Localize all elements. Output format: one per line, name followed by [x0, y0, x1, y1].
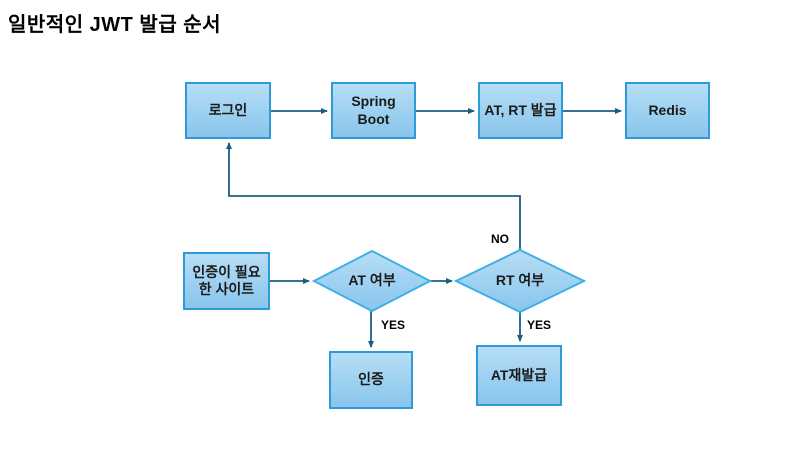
node-redis: Redis: [625, 82, 710, 139]
node-at-rt-issue-label: AT, RT 발급: [484, 101, 557, 118]
node-auth-site: 인증이 필요 한 사이트: [183, 252, 270, 310]
node-at-rt-issue: AT, RT 발급: [478, 82, 563, 139]
node-at-reissue: AT재발급: [476, 345, 562, 406]
diamond-at-check: [311, 249, 433, 313]
edge-label-yes-reissue: YES: [527, 318, 552, 332]
edge-label-yes-auth: YES: [381, 318, 406, 332]
page-title: 일반적인 JWT 발급 순서: [8, 14, 222, 36]
edge-label-no: NO: [491, 232, 509, 246]
node-redis-label: Redis: [648, 101, 687, 118]
node-auth-label: 인증: [358, 371, 384, 388]
node-login: 로그인: [185, 82, 271, 139]
node-auth: 인증: [329, 351, 413, 409]
node-spring-boot-label: Spring Boot: [351, 93, 396, 127]
node-spring-boot: Spring Boot: [331, 82, 416, 139]
diamond-rt-check: [453, 248, 587, 314]
node-auth-site-label: 인증이 필요 한 사이트: [192, 263, 261, 298]
node-at-reissue-label: AT재발급: [490, 366, 548, 383]
edge-rtcheck-no-to-login: [226, 142, 521, 250]
node-login-label: 로그인: [208, 101, 248, 118]
